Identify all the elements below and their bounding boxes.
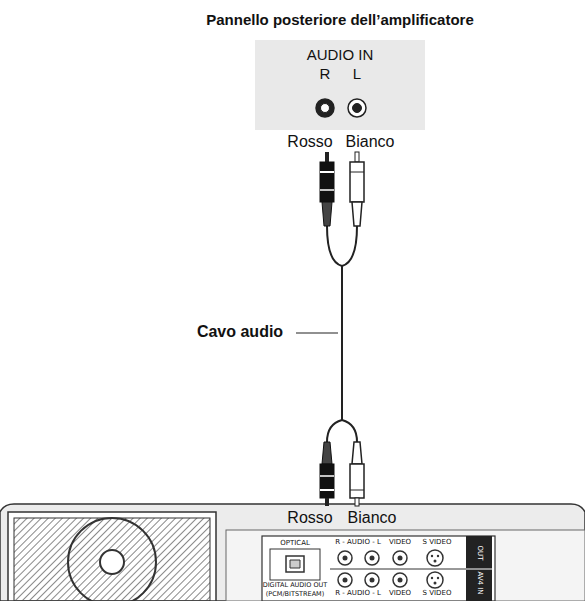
port-label: S VIDEO [423, 590, 452, 598]
port-label: R - AUDIO - L [335, 539, 381, 547]
rca-plug-white [350, 442, 364, 506]
color-label: Rosso [286, 509, 333, 527]
color-label: Bianco [347, 509, 398, 527]
figure-title: Pannello posteriore dell’amplificatore [206, 12, 474, 29]
color-label: Bianco [346, 133, 395, 151]
rca-plug-white [350, 152, 364, 226]
recorder-rear-panel [0, 504, 585, 601]
audio-cable [296, 226, 357, 442]
port-label: VIDEO [389, 539, 411, 547]
channel-letter: R [320, 66, 331, 83]
channel-letter: L [353, 66, 361, 83]
color-label: Rosso [287, 133, 332, 151]
port-label: VIDEO [389, 590, 411, 598]
port-label: (PCM/BITSTREAM) [266, 591, 324, 598]
port-label: DIGITAL AUDIO OUT [263, 582, 328, 589]
port-label: R - AUDIO - L [335, 590, 381, 598]
section-label: AV4 IN [475, 571, 483, 594]
rca-plug-red [320, 442, 334, 506]
port-heading: AUDIO IN [307, 47, 374, 64]
section-label: OUT [475, 546, 483, 561]
amplifier-panel: AUDIO IN R L [255, 40, 425, 130]
port-label: OPTICAL [280, 540, 310, 548]
rca-plug-red [320, 152, 334, 226]
cable-label: Cavo audio [197, 323, 283, 341]
port-label: S VIDEO [423, 539, 452, 547]
